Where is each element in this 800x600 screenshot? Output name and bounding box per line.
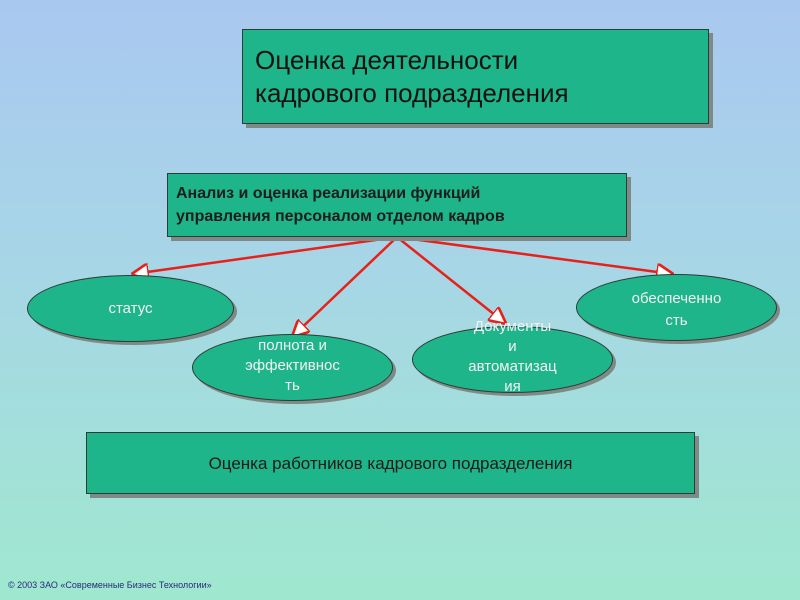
status-node: статус: [27, 275, 234, 342]
title-line-2: кадрового подразделения: [255, 78, 569, 108]
status-node-label: статус: [108, 300, 153, 317]
arrow-to-documents: [396, 236, 505, 323]
completeness-node: полнота и эффективнос ть: [192, 334, 393, 401]
staff-evaluation-label: Оценка работников кадрового подразделени…: [208, 454, 573, 473]
main-node-line-1: Анализ и оценка реализации функций: [176, 185, 481, 202]
arrow-to-provision: [396, 235, 672, 274]
main-function-node: Анализ и оценка реализации функций управ…: [167, 173, 627, 237]
arrow-to-status: [133, 235, 398, 274]
title-line-1: Оценка деятельности: [255, 45, 519, 75]
arrow-to-completeness: [293, 236, 398, 336]
staff-evaluation-node: Оценка работников кадрового подразделени…: [86, 432, 695, 494]
main-node-line-2: управления персоналом отделом кадров: [176, 208, 505, 225]
title-box: Оценка деятельности кадрового подразделе…: [242, 29, 709, 124]
provision-node-line-2: сть: [665, 312, 688, 329]
completeness-node-line-1: полнота и: [258, 337, 327, 354]
completeness-node-line-3: ть: [285, 377, 300, 394]
documents-node: Документы и автоматизац ия: [412, 318, 613, 395]
documents-node-line-2: и: [508, 338, 517, 355]
documents-node-line-3: автоматизац: [468, 358, 557, 375]
provision-node-line-1: обеспеченно: [631, 290, 722, 307]
copyright-notice: © 2003 ЗАО «Современные Бизнес Технологи…: [8, 580, 212, 590]
documents-node-line-1: Документы: [473, 318, 552, 335]
documents-node-line-4: ия: [504, 378, 521, 395]
provision-node: обеспеченно сть: [576, 274, 777, 341]
completeness-node-line-2: эффективнос: [245, 357, 340, 374]
